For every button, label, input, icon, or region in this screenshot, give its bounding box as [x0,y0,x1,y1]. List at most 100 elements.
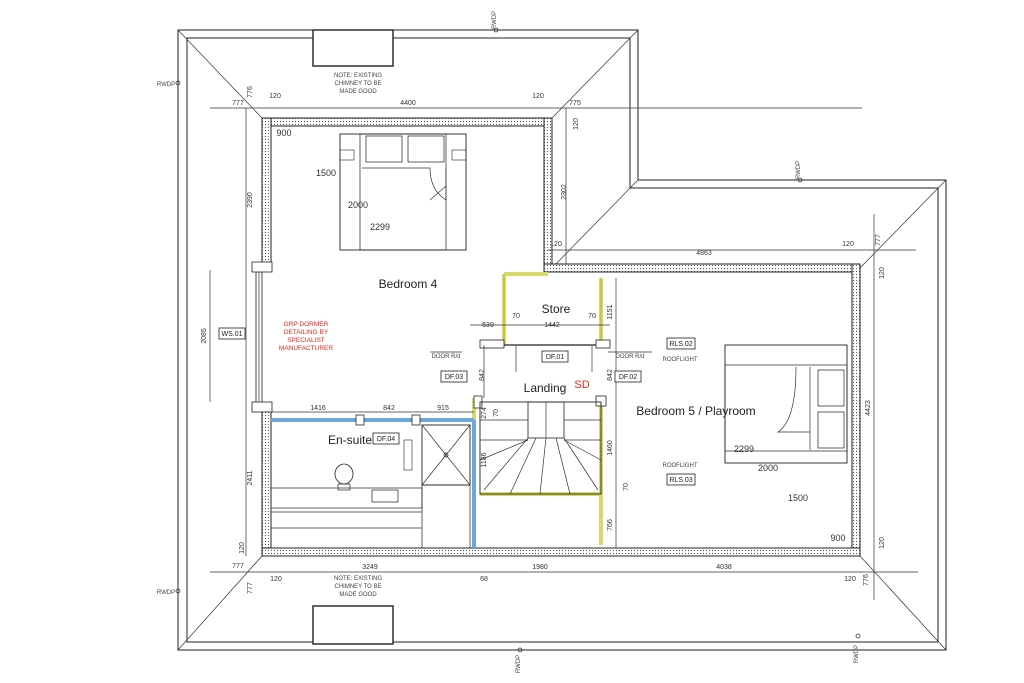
dimension-lines [209,107,918,600]
smoke-detector-label: SD [574,379,589,391]
note-dormer: GRP DORMER DETAILING BY SPECIALIST MANUF… [279,321,333,352]
dim-text: 2085 [201,328,208,344]
dim-text: 2390 [247,192,254,208]
dim-text: 4423 [865,400,872,416]
dim-text: 4400 [400,100,416,107]
rwdp-icon [517,647,523,653]
tag-text: DF.04 [377,436,395,443]
dimension-texts: 777 776 120 4400 120 775 120 2390 2302 1… [201,86,886,594]
rwdp-icon [797,177,803,183]
bed-bedroom4 [339,133,467,251]
dim-text: 120 [842,241,854,248]
note-line: MADE GOOD [339,592,377,598]
chimney-top [312,29,394,67]
dim-text: 120 [239,542,246,554]
door-label: DOOR R/d [431,354,460,360]
tag-text: DF.02 [619,374,637,381]
ensuite-walls [271,418,476,548]
dim-text: 70 [512,313,520,320]
dim-text: 776 [863,574,870,586]
rwdp-icon [493,27,499,33]
note-line: GRP DORMER [284,321,329,328]
note-line: SPECIALIST [287,337,325,344]
note-line: NOTE: EXISTING [334,73,382,79]
bed5-1500: 1500 [788,493,808,503]
dim-text: 70 [493,409,500,417]
dim-text: 68 [480,576,488,583]
rwdp-markers: RWDP RWDP RWDP RWDP RWDP RWDP [157,11,861,673]
rooflight-label: ROOFLIGHT [662,463,697,469]
tag-df04: DF.04 [372,432,400,445]
rwdp-label: RWDP [854,645,860,663]
ensuite-fittings [270,424,471,549]
rwdp-label: RWDP [516,655,522,673]
dim-text: 775 [569,100,581,107]
dim-text: 4038 [716,564,732,571]
tag-rls02: RLS.02 [666,337,696,350]
dim-text: 842 [383,405,395,412]
dim-text: 120 [532,93,544,100]
dim-text: 1151 [607,304,614,319]
dim-text: 842 [479,369,486,381]
tag-df01: DF.01 [541,350,569,363]
dim-text: 120 [879,267,886,279]
dim-text: 120 [879,537,886,549]
rwdp-label: RWDP [157,590,175,596]
dim-text: 70 [588,313,596,320]
dim-text: 3249 [362,564,378,571]
room-label-landing: Landing [524,381,567,395]
roof-outline [177,29,947,651]
rwdp-label: RWDP [157,82,175,88]
dim-text: 120 [269,93,281,100]
dim-text: 274 [481,407,488,419]
dim-text: 915 [437,405,449,412]
bed5-2000: 2000 [758,463,778,473]
dim-text: 120 [573,118,580,130]
clearance-900-a: 900 [276,128,291,138]
dim-text: 120 [550,241,562,248]
room-label-bedroom4: Bedroom 4 [379,277,438,291]
note-line: MADE GOOD [339,89,377,95]
dim-text: 2411 [247,470,254,485]
chimney-bottom [312,605,394,645]
rwdp-icon [175,588,181,594]
external-walls [261,117,861,557]
dormer-window [251,261,273,413]
dim-text: 776 [247,86,254,98]
bed4-2299: 2299 [370,222,390,232]
note-line: CHIMNEY TO BE [334,584,381,590]
doors [355,339,652,426]
note-chimney-top: NOTE: EXISTING CHIMNEY TO BE MADE GOOD [334,73,382,95]
staircase [479,401,602,495]
dim-text: 4863 [696,250,712,257]
tag-text: WS.01 [221,331,242,338]
tag-text: DF.01 [546,354,564,361]
dim-text: 120 [270,576,282,583]
note-line: NOTE: EXISTING [334,576,382,582]
room-label-bedroom5: Bedroom 5 / Playroom [636,404,755,418]
dim-text: 777 [232,100,244,107]
room-label-ensuite: En-suite [328,433,372,447]
tag-rls03: RLS.03 [666,473,696,486]
rwdp-label: RWDP [492,11,498,29]
tag-text: RLS.03 [669,477,692,484]
rooflight-label: ROOFLIGHT [662,357,697,363]
dim-text: 842 [607,369,614,381]
dim-text: 1442 [544,322,560,329]
rwdp-label: RWDP [796,161,802,179]
dim-text: 120 [844,576,856,583]
dim-text: 2302 [561,184,568,200]
dim-text: 777 [232,563,244,570]
bed5-2299: 2299 [734,444,754,454]
dim-text: 1416 [310,405,326,412]
note-chimney-bottom: NOTE: EXISTING CHIMNEY TO BE MADE GOOD [334,576,382,598]
dim-text: 1460 [607,440,614,456]
dim-text: 70 [623,483,630,491]
note-line: DETAILING BY [284,329,329,336]
rwdp-icon [855,633,861,639]
dim-text: 1980 [532,564,548,571]
clearance-900-b: 900 [830,533,845,543]
tag-ws01: WS.01 [218,327,246,340]
